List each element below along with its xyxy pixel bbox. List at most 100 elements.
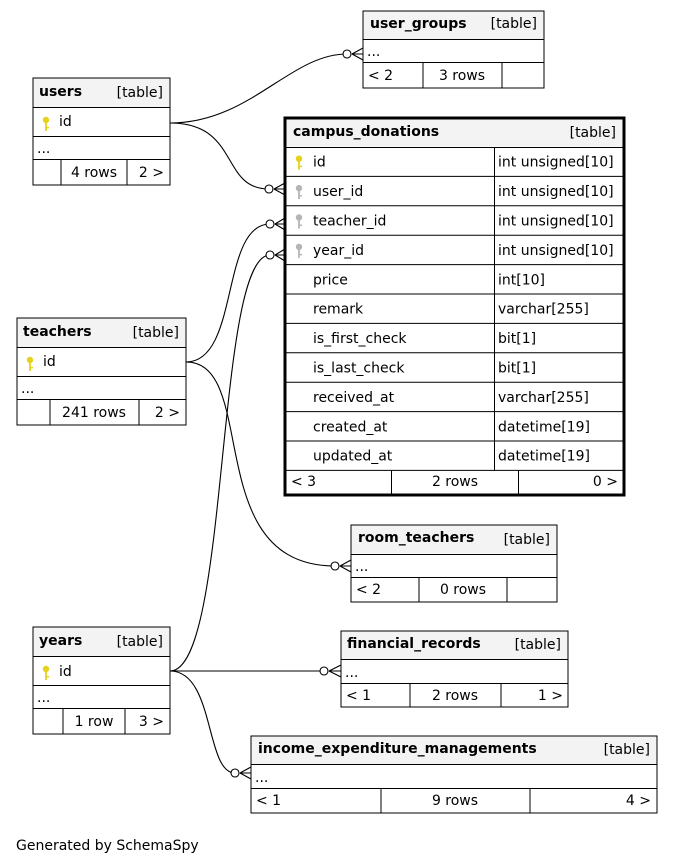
footer-children: 3 > [139, 714, 164, 730]
footer-parents: < 1 [256, 793, 281, 809]
crowfoot-user-groups [342, 47, 364, 61]
column-name: year_id [313, 243, 364, 259]
column-row-price[interactable]: price int[10] [313, 272, 545, 288]
table-kind: [table] [504, 532, 550, 548]
footer-rows: 2 rows [432, 688, 478, 704]
table-financial-records[interactable]: financial_records [table] ... < 1 2 rows… [340, 630, 569, 708]
table-body: ... [37, 141, 50, 157]
column-row-user-id[interactable]: user_id int unsigned[10] [295, 184, 614, 200]
footer-parents: < 1 [346, 688, 371, 704]
table-kind: [table] [491, 16, 537, 32]
column-name: id [59, 114, 72, 130]
column-row-remark[interactable]: remark varchar[255] [313, 302, 589, 318]
edge-years-income [169, 670, 236, 774]
column-row-is-last-check[interactable]: is_last_check bit[1] [313, 361, 536, 377]
column-type: int unsigned[10] [498, 214, 614, 230]
footer-parents: < 3 [291, 474, 316, 490]
column-row-id[interactable]: id int unsigned[10] [295, 155, 614, 171]
footer-children: 0 > [593, 474, 618, 490]
table-title: users [39, 84, 82, 100]
column-name: user_id [313, 184, 363, 200]
table-kind: [table] [117, 634, 163, 650]
column-name: remark [313, 302, 364, 318]
column-name: teacher_id [313, 214, 386, 230]
table-title: room_teachers [358, 530, 474, 546]
table-income-expenditure-managements[interactable]: income_expenditure_managements [table] .… [250, 735, 658, 814]
column-type: varchar[255] [498, 390, 589, 406]
column-type: int unsigned[10] [498, 155, 614, 171]
table-users[interactable]: users [table] id ... 4 rows 2 > [32, 77, 171, 186]
table-title: teachers [23, 324, 92, 340]
table-body: ... [37, 690, 50, 706]
crowfoot-cd-user-id [264, 182, 286, 196]
edge-teachers-room-teachers [185, 361, 336, 567]
crowfoot-income [230, 766, 252, 780]
edge-years-campus-donations [169, 254, 271, 672]
table-title: user_groups [370, 16, 467, 32]
footer-children: 1 > [538, 688, 563, 704]
column-name: id [59, 664, 72, 680]
table-user-groups[interactable]: user_groups [table] ... < 2 3 rows [362, 10, 545, 89]
footer-children: 2 > [155, 405, 180, 421]
table-body: ... [21, 381, 34, 397]
column-name: is_first_check [313, 331, 407, 347]
column-type: int[10] [498, 272, 545, 288]
table-teachers[interactable]: teachers [table] id ... 241 rows 2 > [16, 317, 187, 426]
generated-by-label: Generated by SchemaSpy [16, 838, 199, 854]
footer-parents: < 2 [368, 68, 393, 84]
column-type: datetime[19] [498, 419, 590, 435]
footer-children: 2 > [139, 165, 164, 181]
table-title: years [39, 633, 82, 649]
column-row-received-at[interactable]: received_at varchar[255] [313, 390, 589, 406]
column-row-year-id[interactable]: year_id int unsigned[10] [295, 243, 614, 259]
column-name: received_at [313, 390, 395, 406]
edge-users-campus-donations [169, 122, 270, 190]
table-kind: [table] [570, 125, 616, 141]
crowfoot-room-teachers [330, 559, 352, 573]
column-name: id [43, 354, 56, 370]
table-kind: [table] [117, 85, 163, 101]
crowfoot-cd-year-id [265, 248, 286, 262]
table-kind: [table] [515, 637, 561, 653]
table-room-teachers[interactable]: room_teachers [table] ... < 2 0 rows [350, 524, 558, 603]
column-name: id [313, 155, 326, 171]
column-type: int unsigned[10] [498, 243, 614, 259]
column-name: updated_at [313, 449, 393, 465]
table-campus-donations[interactable]: campus_donations [table] id int unsigned[… [283, 116, 626, 497]
table-body: ... [355, 559, 368, 575]
column-row-created-at[interactable]: created_at datetime[19] [313, 419, 590, 435]
column-name: is_last_check [313, 361, 405, 377]
column-row-teacher-id[interactable]: teacher_id int unsigned[10] [295, 214, 614, 230]
table-body: ... [255, 770, 268, 786]
footer-rows: 4 rows [71, 165, 117, 181]
column-name: price [313, 272, 348, 288]
column-row-is-first-check[interactable]: is_first_check bit[1] [313, 331, 536, 347]
column-row-updated-at[interactable]: updated_at datetime[19] [313, 449, 590, 465]
column-type: bit[1] [498, 361, 536, 377]
footer-rows: 0 rows [440, 582, 486, 598]
footer-rows: 2 rows [432, 474, 478, 490]
column-type: int unsigned[10] [498, 184, 614, 200]
footer-rows: 9 rows [432, 793, 478, 809]
table-body: ... [345, 665, 358, 681]
footer-rows: 1 row [75, 714, 114, 730]
footer-parents: < 2 [356, 582, 381, 598]
table-kind: [table] [604, 742, 650, 758]
table-years[interactable]: years [table] id ... 1 row 3 > [32, 626, 171, 735]
table-kind: [table] [133, 325, 179, 341]
column-type: datetime[19] [498, 449, 590, 465]
crowfoot-cd-teacher-id [265, 217, 286, 231]
edge-teachers-campus-donations [185, 223, 271, 363]
edge-users-user-groups [169, 53, 348, 124]
column-type: bit[1] [498, 331, 536, 347]
relationship-lines [169, 47, 364, 780]
column-type: varchar[255] [498, 302, 589, 318]
table-title: financial_records [347, 636, 481, 652]
footer-rows: 3 rows [439, 68, 485, 84]
footer-children: 4 > [626, 793, 651, 809]
crowfoot-financial-records [319, 664, 342, 678]
column-name: created_at [313, 419, 388, 435]
table-body: ... [367, 44, 380, 60]
table-title: campus_donations [293, 124, 439, 140]
